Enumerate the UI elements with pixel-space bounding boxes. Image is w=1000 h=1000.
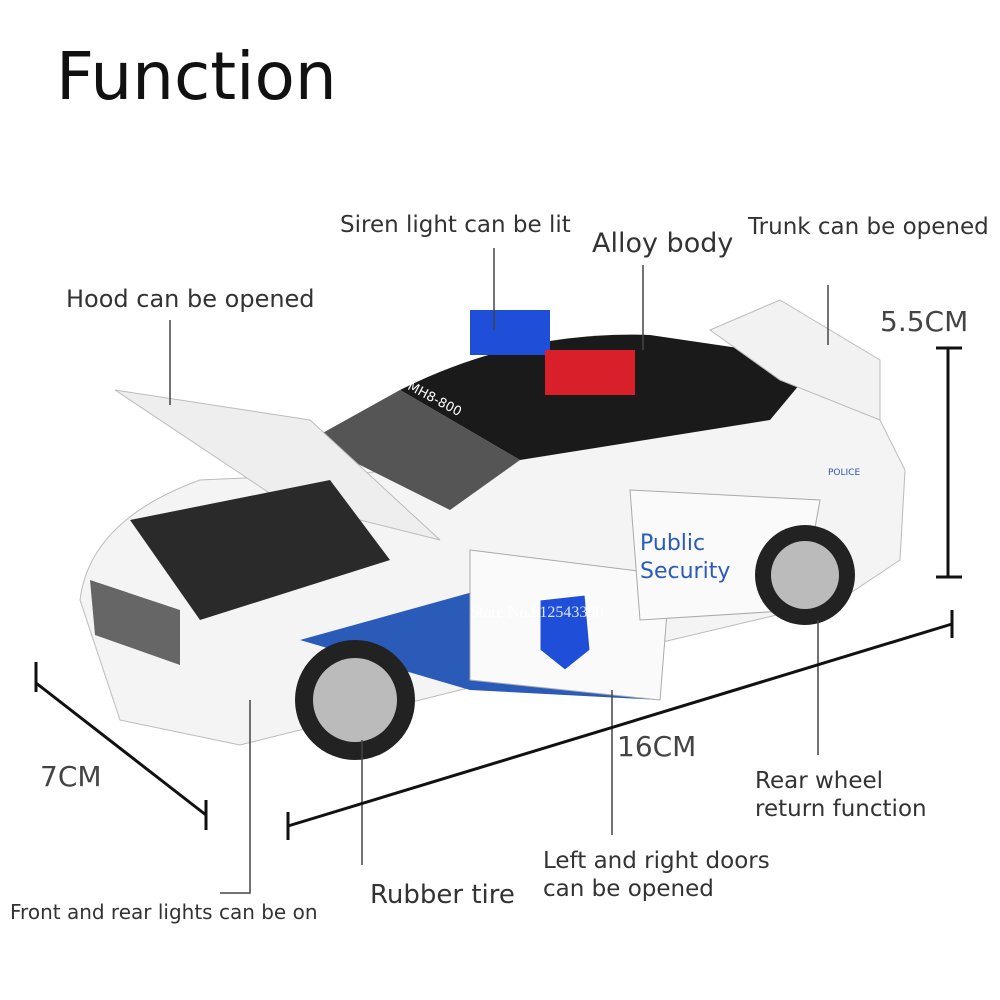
- dimension-length: 16CM: [617, 730, 697, 763]
- siren-blue: [470, 310, 550, 355]
- windshield: [310, 390, 520, 510]
- label-tire: Rubber tire: [370, 880, 515, 910]
- label-lights: Front and rear lights can be on: [10, 900, 318, 924]
- page-title: Function: [56, 38, 337, 115]
- hood-open: [114, 389, 441, 541]
- dimension-lines: [34, 346, 962, 840]
- dimension-height: 5.5CM: [880, 305, 969, 338]
- trunk-open: [708, 299, 881, 421]
- label-siren: Siren light can be lit: [340, 212, 571, 238]
- shield-emblem: [539, 594, 591, 671]
- label-alloy: Alloy body: [592, 228, 734, 259]
- engine-bay: [130, 480, 390, 620]
- dimension-width: 7CM: [40, 760, 102, 793]
- grille: [90, 580, 180, 665]
- siren-red: [545, 350, 635, 395]
- roof: [400, 334, 820, 460]
- label-trunk: Trunk can be opened: [748, 214, 989, 240]
- leader-lines: [169, 248, 829, 894]
- watermark: Store No.912543300: [470, 604, 604, 621]
- rear-police-text: POLICE: [828, 468, 861, 478]
- car-body: [79, 349, 906, 746]
- label-hood: Hood can be opened: [66, 285, 315, 313]
